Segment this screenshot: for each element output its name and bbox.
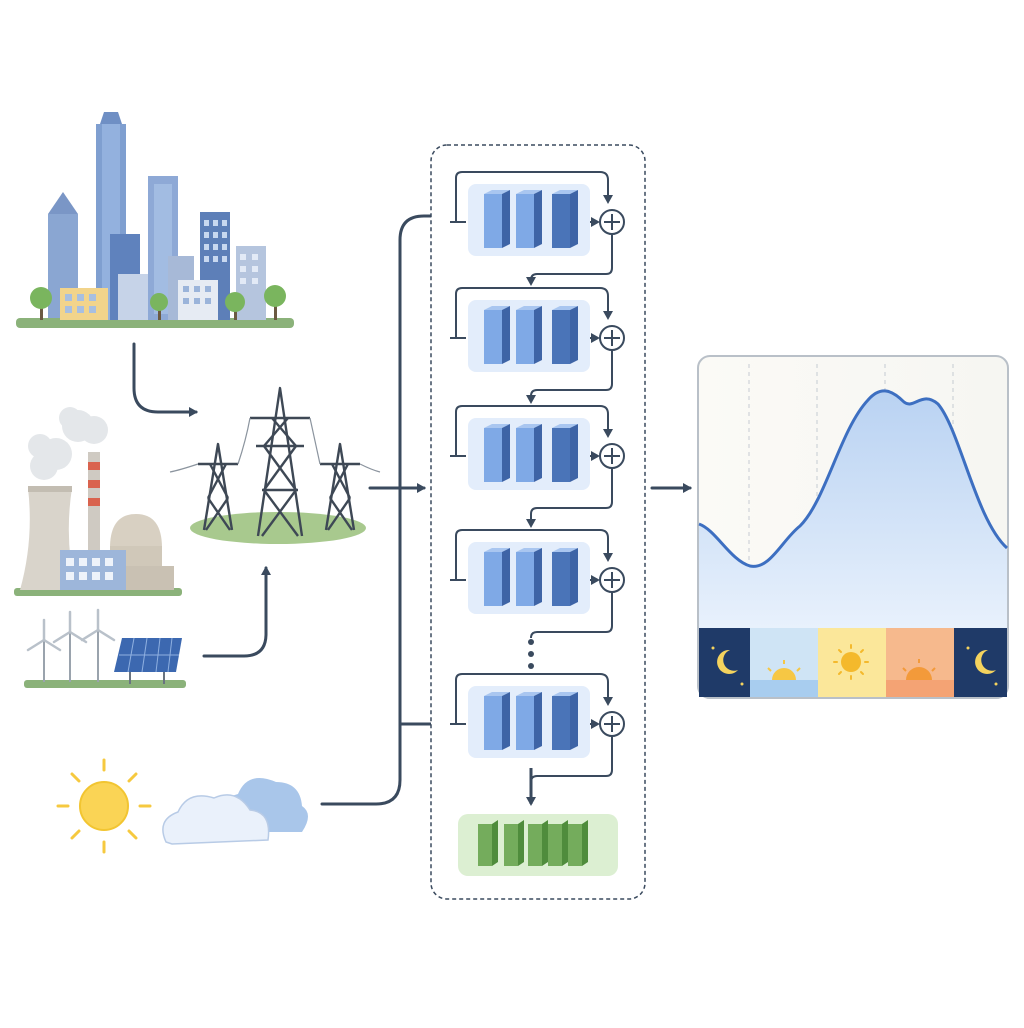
output-unit: [478, 824, 492, 866]
residual-blocks: [450, 171, 625, 783]
block-connector: [526, 234, 613, 286]
residual-block: [450, 673, 625, 783]
layer-block: [552, 552, 570, 606]
forecast-panel: [697, 355, 1009, 699]
city-to-grid-arrow: [132, 342, 198, 417]
input-connectors: [132, 211, 692, 806]
skip-connection: [455, 673, 613, 724]
output-unit: [548, 824, 562, 866]
sun-cloud-icon: [56, 758, 308, 854]
weather-to-network-arrow: [320, 211, 448, 806]
skip-connection: [455, 287, 613, 338]
moon-icon: [711, 646, 744, 686]
sunset-icon: [902, 659, 936, 680]
skip-connection: [455, 171, 613, 222]
skip-connection: [455, 529, 613, 580]
layer-block: [516, 194, 534, 248]
layer-block: [552, 428, 570, 482]
residual-block: [450, 287, 625, 404]
output-unit: [568, 824, 582, 866]
moon-icon: [966, 646, 998, 686]
output-unit: [504, 824, 518, 866]
wind-solar-icon: [24, 608, 186, 688]
power-plant-icon: [14, 407, 182, 596]
layer-block: [484, 194, 502, 248]
block-connector: [526, 468, 613, 528]
renewables-to-grid-arrow: [202, 566, 271, 658]
layer-block: [552, 310, 570, 364]
city-skyline-icon: [16, 112, 294, 328]
block-connector: [526, 350, 613, 404]
layer-block: [484, 310, 502, 364]
layer-block: [516, 310, 534, 364]
residual-block: [450, 529, 625, 639]
output-unit: [528, 824, 542, 866]
layer-block: [552, 194, 570, 248]
time-of-day-strip: [699, 628, 1007, 697]
sun-icon: [833, 644, 869, 680]
load-curve-fill: [699, 390, 1007, 628]
layer-block: [484, 552, 502, 606]
ellipsis-dots: [528, 639, 534, 669]
layer-block: [552, 696, 570, 750]
layer-block: [516, 428, 534, 482]
layer-block: [484, 696, 502, 750]
layer-block: [516, 696, 534, 750]
sunrise-icon: [767, 660, 801, 680]
output-layer: [458, 814, 618, 876]
residual-block: [450, 405, 625, 528]
layer-block: [484, 428, 502, 482]
skip-connection: [455, 405, 613, 456]
transmission-tower-icon: [169, 386, 381, 544]
layer-block: [516, 552, 534, 606]
residual-block: [450, 171, 625, 286]
load-curve-line: [698, 389, 1009, 568]
